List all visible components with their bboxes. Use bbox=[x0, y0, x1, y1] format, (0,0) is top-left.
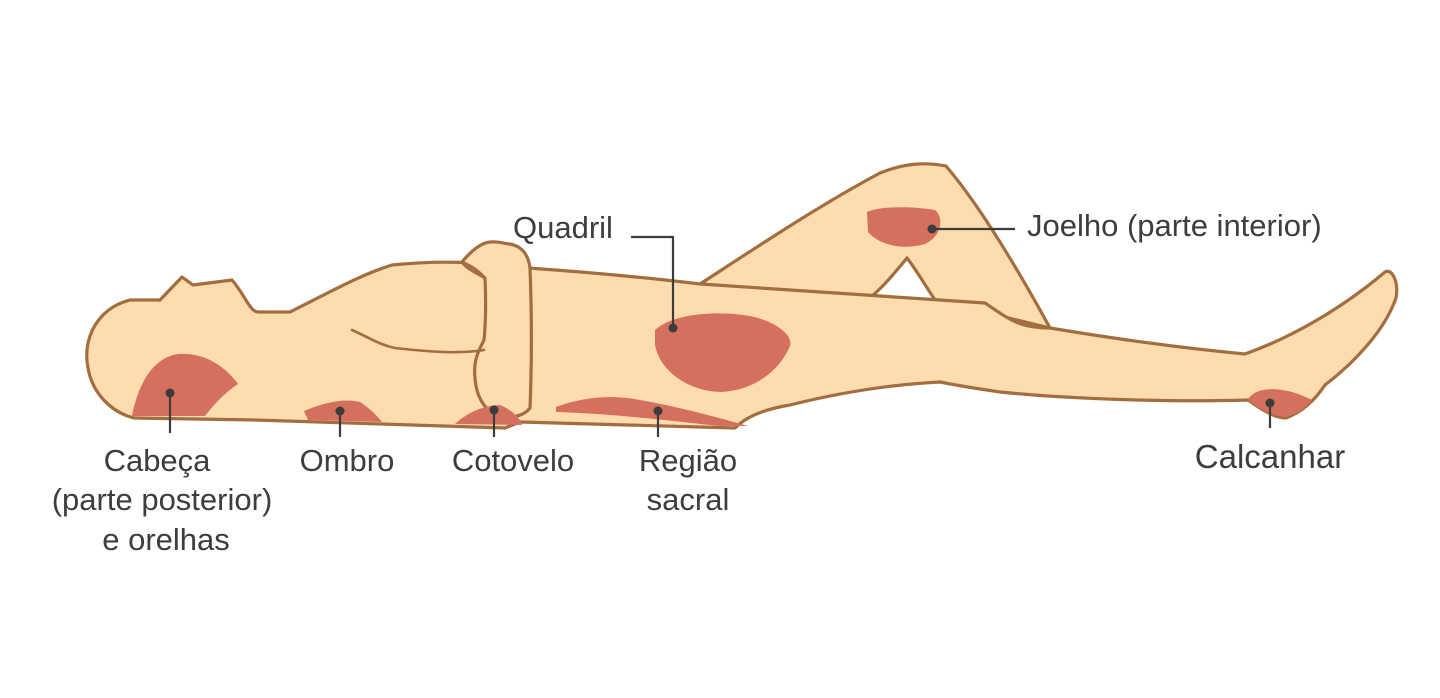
leader-hip bbox=[631, 235, 678, 333]
wrist-line bbox=[460, 260, 487, 280]
pressure-area-elbow bbox=[455, 405, 522, 425]
pressure-area-heel bbox=[1248, 389, 1312, 417]
leader-knee bbox=[927, 224, 1015, 234]
pressure-area-sacral bbox=[556, 397, 748, 426]
label-knee: Joelho (parte interior) bbox=[1027, 208, 1322, 243]
pressure-area-knee bbox=[867, 207, 941, 247]
label-sacral-line-1: Região bbox=[639, 443, 737, 478]
forearm-line bbox=[350, 328, 486, 354]
leader-heel bbox=[1265, 398, 1275, 428]
label-head-line-2: (parte posterior) bbox=[52, 482, 273, 517]
bent-leg bbox=[698, 162, 1052, 330]
folded-arm bbox=[460, 240, 534, 419]
label-head-line-1: Cabeça bbox=[104, 443, 212, 478]
pressure-area-head bbox=[132, 353, 238, 416]
leader-head bbox=[165, 388, 175, 433]
label-elbow: Cotovelo bbox=[452, 443, 574, 478]
label-heel: Calcanhar bbox=[1195, 438, 1345, 475]
label-head-line-3: e orelhas bbox=[102, 522, 230, 557]
label-hip: Quadril bbox=[513, 210, 613, 245]
leader-sacral bbox=[653, 406, 663, 437]
label-shoulder: Ombro bbox=[300, 443, 395, 478]
pressure-area-hip bbox=[655, 313, 791, 392]
leader-shoulder bbox=[335, 406, 345, 437]
label-sacral-line-2: sacral bbox=[647, 482, 730, 517]
leader-elbow bbox=[489, 405, 499, 437]
